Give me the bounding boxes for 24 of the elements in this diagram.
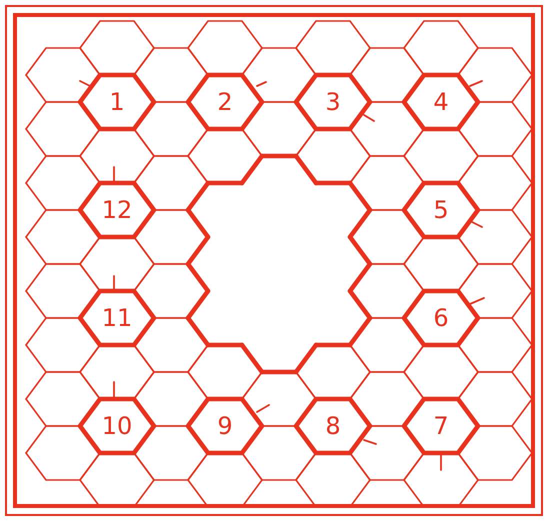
hex-cell <box>77 180 157 240</box>
cell-number: 3 <box>325 89 341 115</box>
hex-cell <box>77 288 157 348</box>
cell-number: 8 <box>325 413 341 439</box>
cell-number: 11 <box>102 305 132 331</box>
hex-cell <box>293 396 373 456</box>
hex-cell <box>185 72 265 132</box>
cell-number: 7 <box>433 413 449 439</box>
cell-number: 2 <box>217 89 233 115</box>
cell-number: 5 <box>433 197 449 223</box>
cell-number: 10 <box>102 413 132 439</box>
cell-number: 4 <box>433 89 449 115</box>
hex-cell <box>185 396 265 456</box>
cell-number: 6 <box>433 305 449 331</box>
hex-cell <box>293 72 373 132</box>
hex-cell <box>401 288 481 348</box>
hex-cell <box>77 72 157 132</box>
hex-cell <box>401 396 481 456</box>
cell-number: 1 <box>109 89 125 115</box>
hex-cell <box>77 396 157 456</box>
cell-number: 9 <box>217 413 233 439</box>
cell-number: 12 <box>102 197 132 223</box>
hex-cell <box>401 180 481 240</box>
hex-cell <box>401 72 481 132</box>
